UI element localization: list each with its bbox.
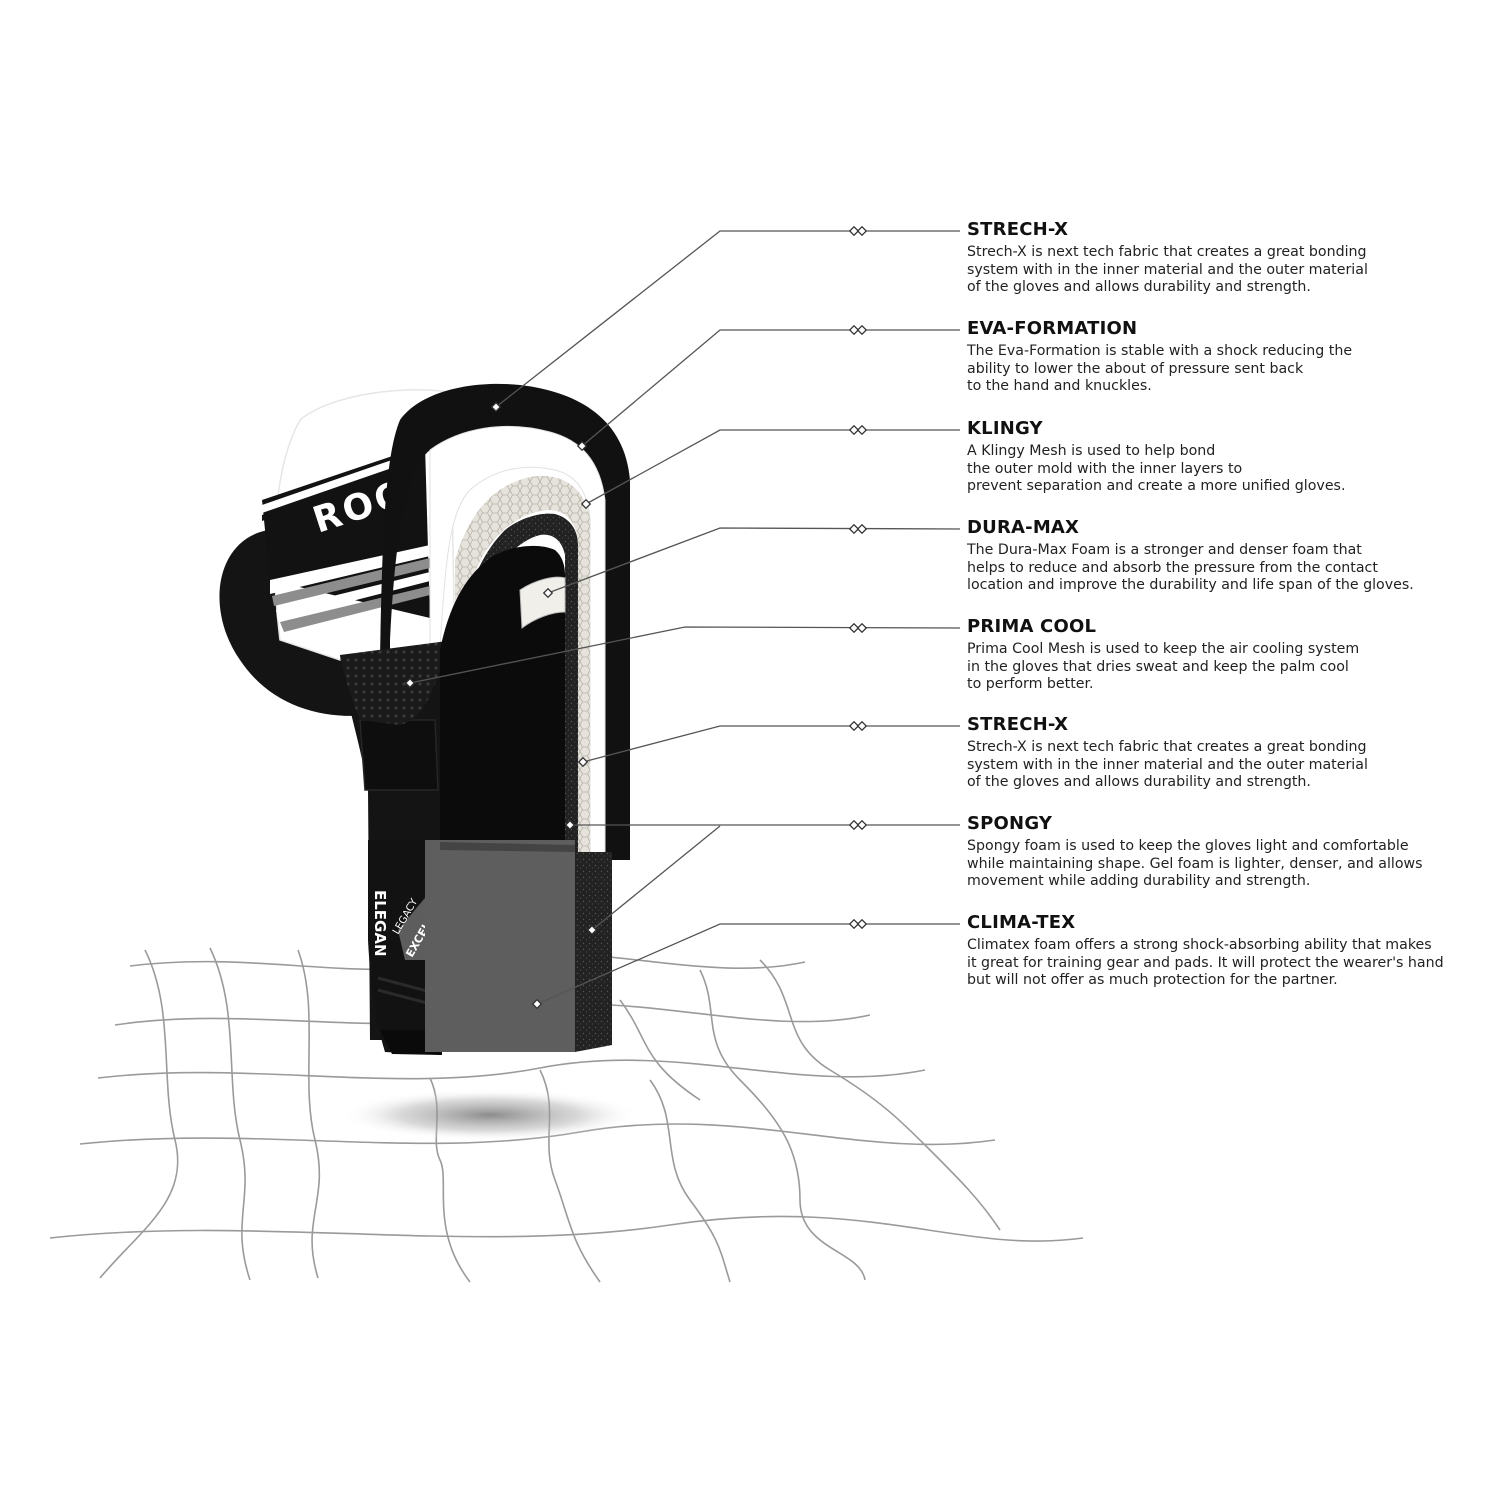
cuff-logo-text: ELEGAN	[371, 890, 389, 957]
layer-marker-icon	[586, 924, 598, 936]
layer-description: Strech-X is next tech fabric that create…	[967, 739, 1467, 792]
connector-icon	[856, 819, 868, 831]
connector-icon	[856, 225, 868, 237]
layer-description-line: it great for training gear and pads. It …	[967, 954, 1444, 971]
layer-description-line: system with in the inner material and th…	[967, 756, 1368, 773]
layer-marker-icon	[542, 587, 554, 599]
connector-icon	[856, 523, 868, 535]
layer-description-line: while maintaining shape. Gel foam is lig…	[967, 855, 1423, 872]
leader-line	[581, 329, 960, 447]
layer-description-line: the outer mold with the inner layers to	[967, 460, 1243, 477]
floor-grid	[49, 947, 1084, 1283]
connector-icon	[848, 819, 860, 831]
layer-description: The Dura-Max Foam is a stronger and dens…	[967, 542, 1467, 595]
layer-marker-icon	[404, 677, 416, 689]
layer-marker-icon	[531, 998, 543, 1010]
layer-callout: DURA-MAX The Dura-Max Foam is a stronger …	[967, 517, 1467, 595]
layer-title: STRECH-X	[967, 714, 1069, 735]
connector-icon	[856, 918, 868, 930]
connector-icon	[848, 720, 860, 732]
layer-title: PRIMA COOL	[967, 616, 1097, 637]
layer-description-line: The Eva-Formation is stable with a shock…	[967, 343, 1353, 359]
layer-description-line: of the gloves and allows durability and …	[967, 774, 1311, 790]
leader-line	[591, 825, 721, 931]
leader-line	[495, 230, 960, 408]
glove-shadow	[340, 1089, 640, 1141]
connector-icon	[848, 622, 860, 634]
leader-lines	[404, 225, 961, 1010]
layer-title: EVA-FORMATION	[967, 318, 1138, 339]
layer-description-line: location and improve the durability and …	[967, 577, 1414, 593]
layer-callout: CLIMA-TEX Climatex foam offers a strong s…	[967, 912, 1467, 990]
layer-description-line: helps to reduce and absorb the pressure …	[967, 559, 1378, 576]
layer-description-line: Strech-X is next tech fabric that create…	[967, 244, 1367, 260]
layer-description-line: Strech-X is next tech fabric that create…	[967, 739, 1367, 755]
connector-icon	[856, 424, 868, 436]
layer-description: Strech-X is next tech fabric that create…	[967, 244, 1467, 297]
layer-description-line: ability to lower the about of pressure s…	[967, 360, 1304, 377]
layer-description-line: to perform better.	[967, 676, 1094, 692]
layer-callout: STRECH-X Strech-X is next tech fabric tha…	[967, 219, 1467, 297]
layer-callout: STRECH-X Strech-X is next tech fabric tha…	[967, 714, 1467, 792]
connector-icon	[848, 424, 860, 436]
layer-title: KLINGY	[967, 418, 1043, 439]
connector-icon	[848, 523, 860, 535]
layer-marker-icon	[490, 401, 502, 413]
layer-description: Prima Cool Mesh is used to keep the air …	[967, 641, 1467, 694]
layer-description: The Eva-Formation is stable with a shock…	[967, 343, 1467, 396]
leader-line	[409, 626, 961, 684]
layer-description-line: Prima Cool Mesh is used to keep the air …	[967, 641, 1360, 657]
layer-description-line: to the hand and knuckles.	[967, 378, 1152, 394]
layer-marker-icon	[576, 440, 588, 452]
connector-icon	[848, 324, 860, 336]
layer-marker-icon	[577, 756, 589, 768]
layer-title: DURA-MAX	[967, 517, 1080, 538]
leader-line	[547, 527, 961, 594]
layer-marker-icon	[580, 498, 592, 510]
layer-description-line: The Dura-Max Foam is a stronger and dens…	[967, 542, 1362, 558]
connector-icon	[856, 720, 868, 732]
layer-callout: EVA-FORMATION The Eva-Formation is stable…	[967, 318, 1467, 396]
layer-description-line: movement while adding durability and str…	[967, 873, 1311, 889]
leader-line	[536, 923, 960, 1005]
layer-description-line: system with in the inner material and th…	[967, 261, 1368, 278]
layer-callout: PRIMA COOL Prima Cool Mesh is used to kee…	[967, 616, 1467, 694]
leader-line	[582, 725, 960, 763]
leader-line	[585, 429, 960, 505]
layer-description: Climatex foam offers a strong shock-abso…	[967, 937, 1467, 990]
connector-icon	[856, 324, 868, 336]
boxing-glove: ROO ELEGAN LEGACY EXCEL	[219, 383, 630, 1055]
connector-icon	[856, 622, 868, 634]
layer-marker-icon	[564, 819, 576, 831]
layer-description-line: A Klingy Mesh is used to help bond	[967, 443, 1216, 459]
layer-description-line: Climatex foam offers a strong shock-abso…	[967, 937, 1432, 953]
layer-description: Spongy foam is used to keep the gloves l…	[967, 838, 1467, 891]
spongy-foam-block	[425, 840, 575, 1052]
layer-description-line: in the gloves that dries sweat and keep …	[967, 658, 1349, 675]
layer-callout: KLINGY A Klingy Mesh is used to help bond…	[967, 418, 1467, 496]
layer-title: CLIMA-TEX	[967, 912, 1076, 933]
layer-description-line: but will not offer as much protection fo…	[967, 972, 1338, 988]
layer-title: STRECH-X	[967, 219, 1069, 240]
layer-description-line: Spongy foam is used to keep the gloves l…	[967, 838, 1409, 854]
layer-title: SPONGY	[967, 813, 1053, 834]
connector-icon	[848, 918, 860, 930]
connector-icon	[848, 225, 860, 237]
layer-description-line: of the gloves and allows durability and …	[967, 279, 1311, 295]
layer-callout: SPONGY Spongy foam is used to keep the gl…	[967, 813, 1467, 891]
layer-description-line: prevent separation and create a more uni…	[967, 478, 1346, 494]
